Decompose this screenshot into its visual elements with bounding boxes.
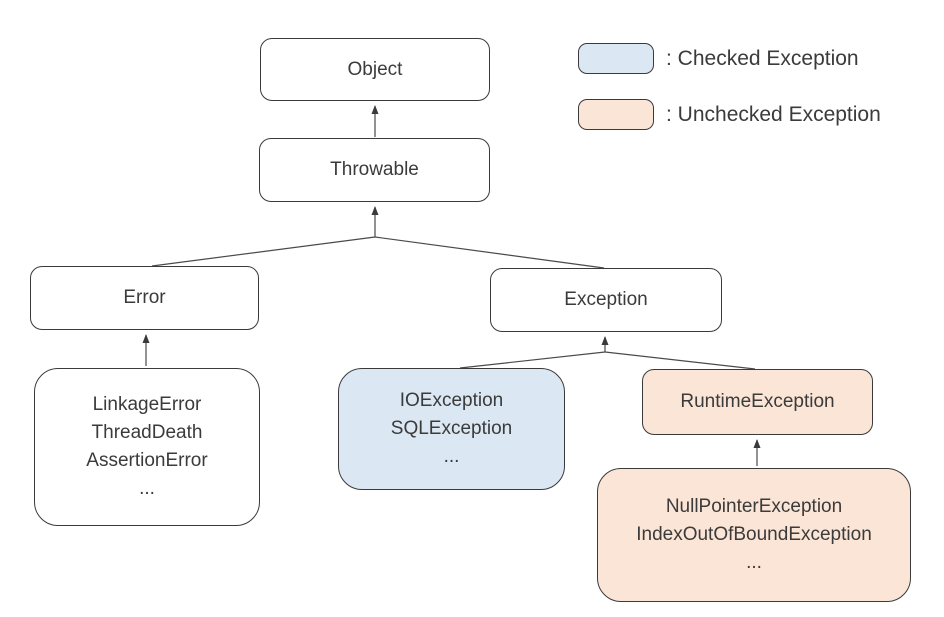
node-throwable: Throwable	[259, 138, 490, 202]
node-checked-exceptions: IOException SQLException ...	[338, 368, 565, 490]
node-object-label: Object	[347, 58, 403, 80]
node-error-subclasses-line: ...	[139, 478, 155, 499]
edge-error-branch	[151, 236, 376, 267]
legend-swatch-unchecked-exception	[578, 99, 654, 130]
node-error: Error	[30, 266, 259, 330]
edge-runtime-branch	[604, 351, 756, 370]
node-error-subclasses-line: LinkageError	[92, 394, 202, 415]
node-exception-label: Exception	[564, 289, 648, 310]
node-checked-exceptions-line: ...	[443, 446, 460, 467]
node-error-subclasses: LinkageError ThreadDeath AssertionError …	[34, 368, 260, 526]
node-runtime-subclasses-line: IndexOutOfBoundException	[636, 524, 872, 545]
legend-label-unchecked-exception: : Unchecked Exception	[666, 103, 881, 126]
node-runtime-exception: RuntimeException	[642, 369, 873, 435]
legend-swatch-checked-exception	[578, 43, 654, 74]
node-error-subclasses-line: AssertionError	[86, 450, 208, 471]
node-object: Object	[260, 38, 490, 101]
edge-exception-branch	[374, 236, 605, 269]
node-runtime-subclasses-line: NullPointerException	[665, 496, 843, 517]
node-runtime-subclasses: NullPointerException IndexOutOfBoundExce…	[597, 468, 911, 602]
node-error-subclasses-line: ThreadDeath	[91, 422, 203, 443]
legend-label-checked-exception: : Checked Exception	[666, 47, 859, 70]
node-checked-exceptions-line: IOException	[399, 390, 504, 411]
node-checked-exceptions-line: SQLException	[390, 418, 513, 439]
edge-checked-branch	[459, 351, 606, 369]
node-runtime-exception-label: RuntimeException	[680, 391, 835, 412]
node-exception: Exception	[490, 268, 722, 332]
node-error-label: Error	[123, 287, 166, 308]
node-runtime-subclasses-line: ...	[746, 552, 762, 573]
node-throwable-label: Throwable	[330, 159, 419, 180]
